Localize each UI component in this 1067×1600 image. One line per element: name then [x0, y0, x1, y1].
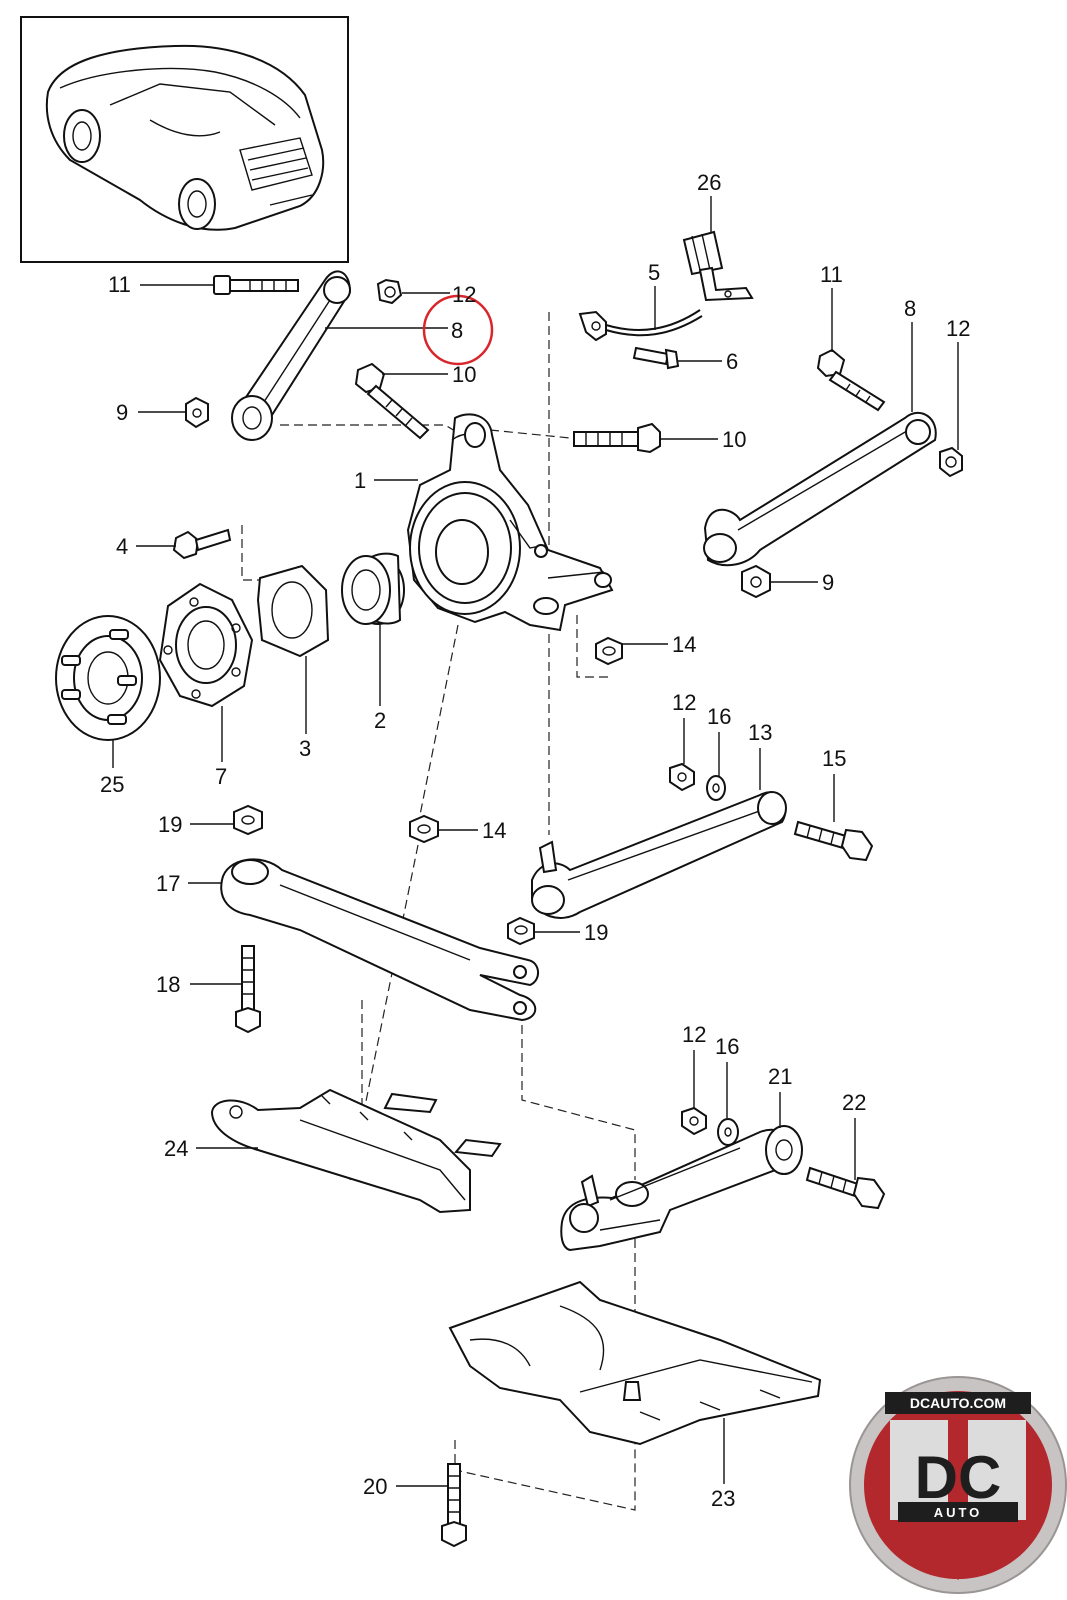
upper-link-right [703, 411, 937, 567]
callout-10: 10 [452, 362, 476, 387]
nut-12-right [939, 446, 963, 478]
highlight-circle [422, 294, 494, 366]
car-outline-icon [45, 44, 325, 231]
callout-12: 12 [452, 282, 476, 307]
logo-sub-text: AUTO [934, 1505, 983, 1520]
clip-26 [682, 230, 754, 302]
callout-12: 12 [682, 1022, 706, 1047]
callout-4: 4 [116, 534, 128, 559]
callout-6: 6 [726, 349, 738, 374]
wheel-bearing-2 [341, 552, 405, 625]
underbody-cover-23 [448, 1280, 822, 1446]
callout-25: 25 [100, 772, 124, 797]
callout-11: 11 [108, 272, 131, 297]
logo-main-text: DC [915, 1444, 1002, 1511]
nut-12-mid [669, 762, 695, 792]
callout-18: 18 [156, 972, 180, 997]
callouts: 11 12 8 10 9 10 1 26 5 6 11 8 12 9 4 14 … [100, 170, 970, 1511]
callout-16: 16 [715, 1034, 739, 1059]
callout-12: 12 [672, 690, 696, 715]
callout-19: 19 [584, 920, 608, 945]
nut-9-right [741, 564, 771, 599]
callout-19: 19 [158, 812, 182, 837]
drive-flange-7 [158, 582, 254, 708]
bolt-18 [235, 945, 261, 1034]
wheel-hub-25 [55, 615, 161, 741]
vehicle-inset [20, 16, 349, 263]
callout-7: 7 [215, 764, 227, 789]
nut-12-left [376, 278, 403, 305]
callout-8: 8 [451, 318, 463, 343]
bolt-10-upper [354, 362, 430, 440]
callout-12: 12 [946, 316, 970, 341]
nut-12-lower [681, 1106, 707, 1136]
callout-1: 1 [354, 468, 366, 493]
callout-10: 10 [722, 427, 746, 452]
callout-5: 5 [648, 260, 660, 285]
nut-19-mid [507, 916, 535, 946]
bolt-20 [441, 1463, 467, 1548]
nut-19-upper [233, 804, 263, 836]
washer-16-mid [706, 775, 726, 801]
callout-15: 15 [822, 746, 846, 771]
upper-link-left [231, 270, 352, 441]
callout-16: 16 [707, 704, 731, 729]
sensor-cable-5 [578, 309, 703, 342]
wheel-carrier [406, 413, 614, 632]
callout-17: 17 [156, 871, 180, 896]
washer-16-lower [717, 1118, 739, 1146]
screw-6 [632, 346, 680, 370]
bolt-11-left [213, 275, 299, 295]
trailing-arm-17 [220, 858, 539, 1022]
lower-arm-21 [560, 1125, 803, 1252]
callout-20: 20 [363, 1474, 387, 1499]
bolt-10-side [573, 422, 661, 454]
bolt-4 [172, 528, 232, 560]
callout-9: 9 [822, 570, 834, 595]
logo-top-text: DCAUTO.COM [910, 1395, 1006, 1411]
callout-23: 23 [711, 1486, 735, 1511]
toe-link-13 [531, 791, 787, 919]
bolt-22 [805, 1166, 886, 1210]
callout-11: 11 [820, 262, 843, 287]
bolt-11-right [816, 348, 886, 412]
callout-3: 3 [299, 736, 311, 761]
callout-21: 21 [768, 1064, 792, 1089]
callout-14: 14 [672, 632, 696, 657]
cover-24 [210, 1088, 502, 1214]
nut-14-upper [595, 636, 623, 666]
cover-plate-3 [256, 564, 330, 658]
nut-14-lower [409, 814, 439, 844]
callout-13: 13 [748, 720, 772, 745]
callout-24: 24 [164, 1136, 188, 1161]
bolt-15 [793, 820, 874, 862]
nut-9-left [185, 396, 209, 429]
callout-26: 26 [697, 170, 721, 195]
callout-2: 2 [374, 708, 386, 733]
leader-lines [112, 196, 959, 1487]
callout-14: 14 [482, 818, 506, 843]
callout-9: 9 [116, 400, 128, 425]
dcauto-logo: DCAUTO.COM DC AUTO [849, 1376, 1067, 1594]
callout-8: 8 [904, 296, 916, 321]
callout-22: 22 [842, 1090, 866, 1115]
